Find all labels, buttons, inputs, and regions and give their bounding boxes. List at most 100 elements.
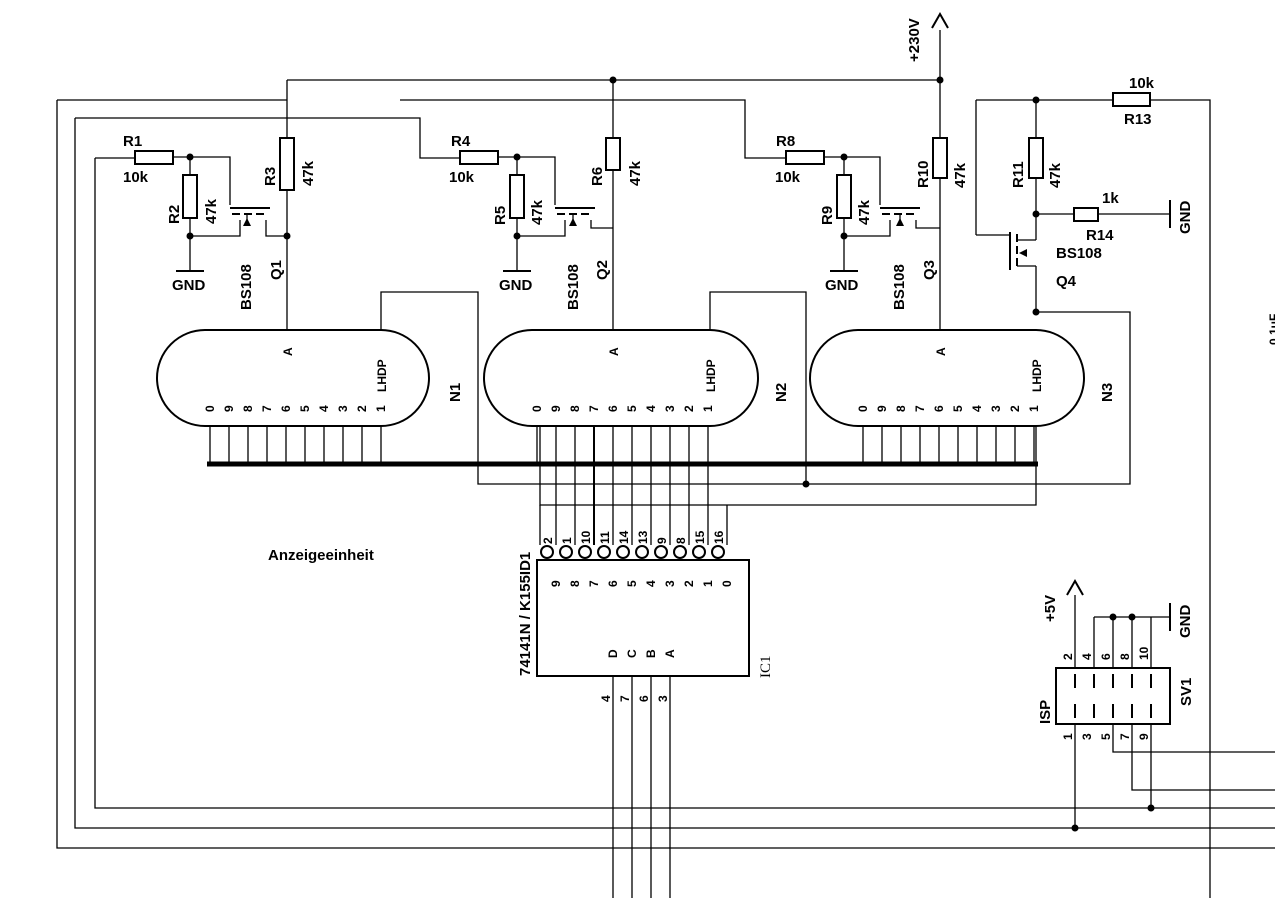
- tube-n2-anode-label: A: [607, 347, 621, 356]
- ic1-input-b: B: [644, 649, 658, 658]
- tube-n1-pin-8: 8: [241, 405, 255, 412]
- ic1-pin-number-13: 13: [636, 530, 650, 544]
- gnd-label-ch1: GND: [172, 277, 206, 294]
- resistor-r3-name: R3: [262, 167, 279, 186]
- ic1-output-4: 4: [644, 580, 658, 587]
- ic1-pin-number-14: 14: [617, 530, 631, 544]
- mosfet-q2: BS108 Q2: [555, 207, 611, 310]
- resistor-r6: R6 47k: [589, 137, 644, 186]
- tube-n2-pin-5: 5: [625, 405, 639, 412]
- gnd-symbol-ch2: GND: [499, 270, 533, 294]
- resistor-r4-name: R4: [451, 133, 471, 150]
- gnd-symbol-ch3: GND: [825, 270, 859, 294]
- tube-n3-pin-1: 1: [1027, 405, 1041, 412]
- ic1-pin-number-15: 15: [693, 530, 707, 544]
- gnd-symbol-ch4: GND: [1169, 200, 1194, 235]
- tube-n1-pin-7: 7: [260, 405, 274, 412]
- resistor-r1-name: R1: [123, 133, 142, 150]
- ic1-pin-number-11: 11: [598, 531, 612, 544]
- gnd-label-ch4: GND: [1177, 201, 1194, 235]
- ic1-type: 74141N / K155ID1: [517, 552, 534, 676]
- resistor-r4: R4 10k: [449, 133, 499, 186]
- resistor-r1-value: 10k: [123, 169, 149, 186]
- tube-n1-pin-4: 4: [317, 405, 331, 412]
- tube-n2-pin-6: 6: [606, 405, 620, 412]
- resistor-r2-name: R2: [166, 205, 183, 224]
- isp-pin-1: 1: [1061, 733, 1075, 740]
- mosfet-q4-type: BS108: [1056, 245, 1102, 262]
- tube-n3-pin-2: 2: [1008, 405, 1022, 412]
- channel-1: [173, 80, 291, 330]
- isp-pin-3: 3: [1080, 733, 1094, 740]
- tube-n1-pin-1: 1: [374, 405, 388, 412]
- gnd-label-ch2: GND: [499, 277, 533, 294]
- tube-n3-pin-8: 8: [894, 405, 908, 412]
- isp-pin-4: 4: [1080, 653, 1094, 660]
- ic1-top-pin-circles: [540, 545, 725, 559]
- resistor-r14: 1k R14: [1073, 190, 1119, 244]
- tube-n2-pin-2: 2: [682, 405, 696, 412]
- tube-n3-pin-5: 5: [951, 405, 965, 412]
- tube-n2-pin-9: 9: [549, 405, 563, 412]
- tube-n1-name: N1: [447, 383, 464, 402]
- tube-n1-lhdp-label: LHDP: [375, 359, 389, 392]
- mosfet-q2-name: Q2: [594, 260, 611, 280]
- resistor-r5-value: 47k: [529, 199, 546, 225]
- channel-3: [824, 80, 941, 330]
- ic1-output-9: 9: [549, 580, 563, 587]
- ic1-pin-number-6: 6: [637, 695, 651, 702]
- ic1-pin-number-10: 10: [579, 530, 593, 544]
- ic1-bottom-pin-labels: D C B A: [606, 649, 677, 658]
- resistor-r3-value: 47k: [300, 160, 317, 186]
- isp-gnd-label: GND: [1177, 605, 1194, 639]
- tube-n2-pin-7: 7: [587, 405, 601, 412]
- ic1-output-1: 1: [701, 580, 715, 587]
- isp-label: ISP: [1037, 700, 1054, 724]
- ic1-output-7: 7: [587, 580, 601, 587]
- ic1-pin-number-2: 2: [541, 537, 555, 544]
- tube-n2-pin-8: 8: [568, 405, 582, 412]
- mosfet-q3-name: Q3: [921, 260, 938, 280]
- mosfet-q2-type: BS108: [565, 264, 582, 310]
- resistor-r14-name: R14: [1086, 227, 1114, 244]
- resistor-r9: R9 47k: [819, 174, 873, 225]
- tube-n1-pin-5: 5: [298, 405, 312, 412]
- channel-2: [498, 80, 614, 330]
- gnd-label-ch3: GND: [825, 277, 859, 294]
- area-label: Anzeigeeinheit: [268, 547, 374, 564]
- ic1-top-pin-numbers: 2 1 10 11 14 13 9 8 15 16: [541, 530, 726, 544]
- mosfet-q4: BS108 Q4: [1009, 232, 1102, 290]
- mosfet-q1: BS108 Q1: [230, 207, 285, 310]
- isp-bottom-pin-numbers: 1 3 5 7 9: [1061, 733, 1151, 740]
- ic1-output-8: 8: [568, 580, 582, 587]
- ic1-input-c: C: [625, 649, 639, 658]
- ic1-output-2: 2: [682, 580, 696, 587]
- resistor-r9-value: 47k: [856, 199, 873, 225]
- supply-230v-label: +230V: [906, 18, 923, 62]
- mosfet-q1-type: BS108: [238, 264, 255, 310]
- resistor-r13: 10k R13: [1112, 75, 1155, 128]
- nixie-tube-n3: A LHDP N3 0 9 8 7 6 5 4 3 2 1: [809, 329, 1116, 464]
- tube-n1-anode-label: A: [281, 347, 295, 356]
- tube-n2-pin-4: 4: [644, 405, 658, 412]
- tube-n3-name: N3: [1099, 383, 1116, 402]
- edge-capacitor-label: 0.1uF: [1267, 314, 1275, 345]
- resistor-r10: R10 47k: [915, 137, 969, 188]
- tube-n2-pin-1: 1: [701, 405, 715, 412]
- ic1-pin-number-7: 7: [618, 695, 632, 702]
- ic1-output-6: 6: [606, 580, 620, 587]
- isp-supply-label: +5V: [1042, 595, 1059, 622]
- isp-top-pin-numbers: 2 4 6 8 10: [1061, 646, 1151, 660]
- resistor-r10-name: R10: [915, 160, 932, 188]
- tube-n3-pin-3: 3: [989, 405, 1003, 412]
- tube-n2-name: N2: [773, 383, 790, 402]
- ic1-pin-number-8: 8: [674, 537, 688, 544]
- ic1-output-3: 3: [663, 580, 677, 587]
- resistor-r9-name: R9: [819, 206, 836, 225]
- ic1-output-0: 0: [720, 580, 734, 587]
- resistor-r8-name: R8: [776, 133, 795, 150]
- ic1-pin-number-3: 3: [656, 695, 670, 702]
- resistor-r11-value: 47k: [1047, 162, 1064, 188]
- tube-n2-pin-3: 3: [663, 405, 677, 412]
